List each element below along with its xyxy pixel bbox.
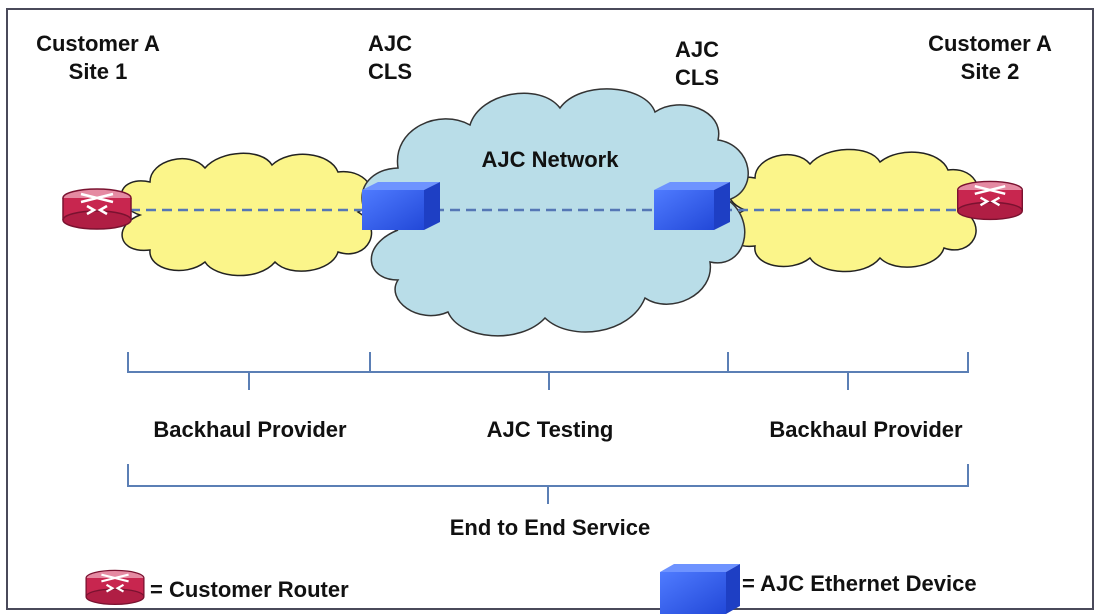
bracket-ajc-testing (369, 352, 729, 390)
router-icon (61, 187, 133, 231)
end-to-end-label: End to End Service (449, 515, 651, 540)
cls-right-label: AJC CLS (662, 36, 732, 92)
bracket-backhaul-left (127, 352, 371, 390)
legend-router-text: = Customer Router (150, 577, 349, 602)
site1-label: Customer A Site 1 (28, 30, 168, 86)
ethernet-device-icon (362, 182, 440, 230)
site2-label-line1: Customer A (928, 31, 1052, 56)
router-icon (956, 180, 1024, 221)
site2-label-line2: Site 2 (960, 59, 1020, 84)
cls-right-label-line1: AJC (674, 37, 719, 62)
bracket-end-to-end (127, 464, 969, 504)
backhaul-right-label: Backhaul Provider (769, 417, 963, 442)
ethernet-device-icon (654, 182, 730, 230)
network-label: AJC Network (481, 147, 619, 172)
legend-ethernet-device-icon (660, 564, 740, 614)
bracket-backhaul-right (727, 352, 969, 390)
site1-label-line2: Site 1 (68, 59, 128, 84)
backhaul-left-label: Backhaul Provider (153, 417, 347, 442)
site2-label: Customer A Site 2 (908, 30, 1072, 86)
cls-left-label: AJC CLS (355, 30, 425, 86)
backhaul-cloud-left (120, 152, 373, 277)
legend-router-icon (85, 569, 145, 606)
cls-right-label-line2: CLS (675, 65, 719, 90)
cls-left-label-line2: CLS (368, 59, 412, 84)
site1-label-line1: Customer A (36, 31, 160, 56)
cls-left-label-line1: AJC (367, 31, 412, 56)
legend-device-text: = AJC Ethernet Device (742, 571, 977, 596)
ajc-network-cloud (361, 88, 749, 337)
testing-label: AJC Testing (486, 417, 614, 442)
